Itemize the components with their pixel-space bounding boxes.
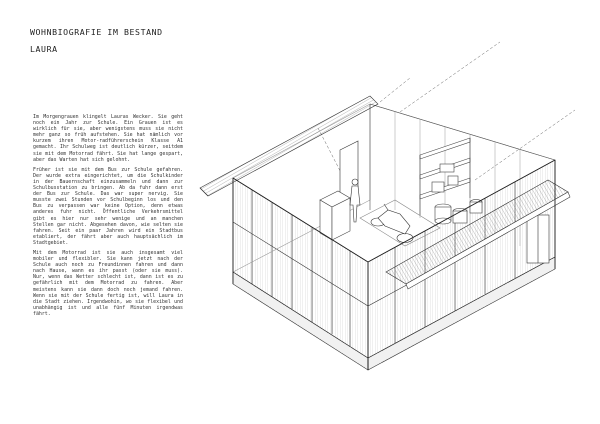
- story-text: Im Morgengrauen klingelt Lauras Wecker. …: [33, 114, 183, 321]
- floor-rug: [359, 199, 441, 247]
- barrels: [434, 199, 483, 225]
- shelves: [419, 137, 471, 215]
- story-paragraph-3: Mit dem Motorrad ist sie auch insgesamt …: [33, 249, 183, 317]
- box-1: [431, 181, 445, 193]
- story-paragraph-1: Im Morgengrauen klingelt Lauras Wecker. …: [33, 114, 183, 163]
- cabinet: [319, 190, 351, 241]
- roof-right: [385, 179, 571, 290]
- story-paragraph-2: Früher ist sie mit dem Bus zur Schule ge…: [33, 166, 183, 246]
- page-subtitle: LAURA: [30, 44, 58, 54]
- page-title: WOHNBIOGRAFIE IM BESTAND: [30, 27, 163, 37]
- roof-left: [199, 95, 379, 197]
- construction-lines: [317, 41, 576, 191]
- person-figure: [349, 178, 361, 223]
- wall-front-right: [367, 159, 556, 359]
- motorcycle: [370, 203, 414, 243]
- box-3: [439, 163, 455, 173]
- box-2: [447, 175, 459, 186]
